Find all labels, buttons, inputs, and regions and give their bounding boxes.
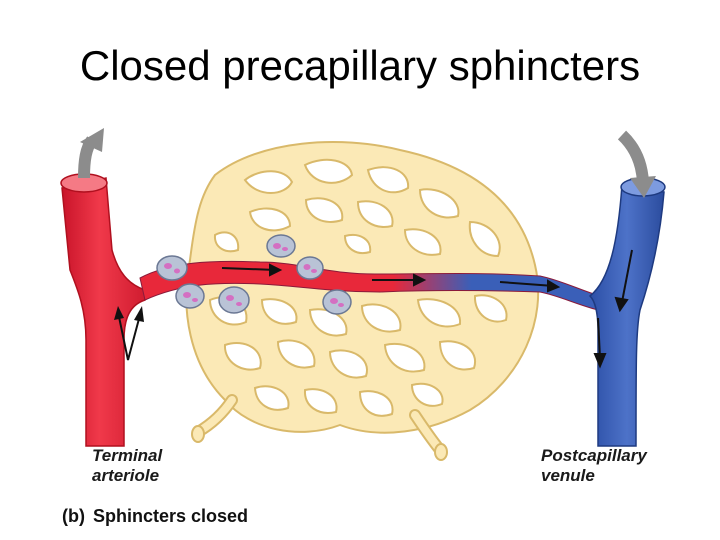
precapillary-sphincters — [156, 234, 352, 315]
sphincter-ring-icon — [322, 289, 352, 315]
venule-label-line1: Postcapillary — [541, 446, 647, 465]
sphincter-ring-icon — [266, 234, 296, 258]
figure-part-letter: (b) — [62, 506, 85, 526]
flow-arrow-icon — [117, 311, 141, 361]
capillary-bed-diagram — [60, 128, 666, 461]
page-title: Closed precapillary sphincters — [79, 42, 641, 89]
gray-curved-arrow-icon — [617, 130, 656, 198]
arteriole-label-line2: arteriole — [92, 466, 160, 485]
figure-caption: (b) Sphincters closed — [62, 506, 248, 527]
figure-caption-text: Sphincters closed — [92, 506, 249, 526]
terminal-arteriole — [60, 173, 146, 447]
sphincter-ring-icon — [175, 283, 205, 309]
venule-label-line2: venule — [541, 466, 595, 485]
sphincter-ring-icon — [156, 255, 188, 281]
terminal-arteriole-label: Terminal arteriole — [92, 446, 162, 486]
postcapillary-venule — [588, 177, 666, 447]
arteriole-label-line1: Terminal — [92, 446, 163, 465]
gray-curved-arrow-icon — [78, 128, 104, 179]
sphincter-ring-icon — [296, 256, 324, 280]
sphincter-ring-icon — [218, 286, 250, 314]
postcapillary-venule-label: Postcapillary venule — [541, 446, 647, 486]
